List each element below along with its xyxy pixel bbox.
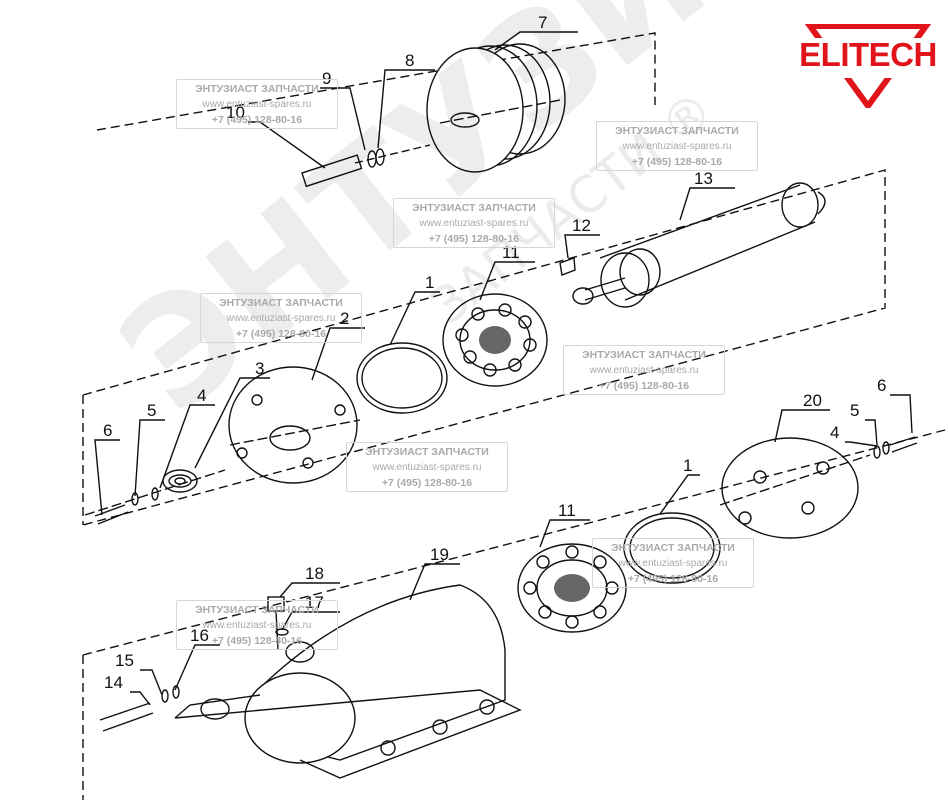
watermark-phone: +7 (495) 128-80-16	[627, 573, 719, 585]
watermark-title: ЭНТУЗИАСТ ЗАПЧАСТИ	[582, 349, 706, 361]
part-label-17: 17	[305, 593, 324, 612]
watermark-stamp: ЭНТУЗИАСТ ЗАПЧАСТИ www.entuziast-spares.…	[393, 198, 555, 248]
watermark-stamp: ЭНТУЗИАСТ ЗАПЧАСТИ www.entuziast-spares.…	[200, 293, 362, 343]
part-label-2: 2	[340, 309, 349, 328]
watermark-title: ЭНТУЗИАСТ ЗАПЧАСТИ	[611, 542, 735, 554]
watermark-stamp: ЭНТУЗИАСТ ЗАПЧАСТИ www.entuziast-spares.…	[563, 345, 725, 395]
part-label-4: 4	[830, 423, 839, 442]
watermark-url: www.entuziast-spares.ru	[372, 462, 482, 473]
part-label-15: 15	[115, 651, 134, 670]
part-label-7: 7	[538, 13, 547, 32]
part-label-6: 6	[103, 421, 112, 440]
watermark-stamp: ЭНТУЗИАСТ ЗАПЧАСТИ www.entuziast-spares.…	[346, 442, 508, 492]
watermark-stamp: ЭНТУЗИАСТ ЗАПЧАСТИ www.entuziast-spares.…	[176, 79, 338, 129]
watermark-stamp: ЭНТУЗИАСТ ЗАПЧАСТИ www.entuziast-spares.…	[596, 121, 758, 171]
watermark-stamp: ЭНТУЗИАСТ ЗАПЧАСТИ www.entuziast-spares.…	[176, 600, 338, 650]
part-label-12: 12	[572, 216, 591, 235]
watermark-url: www.entuziast-spares.ru	[202, 620, 312, 631]
part-label-18: 18	[305, 564, 324, 583]
watermark-title: ЭНТУЗИАСТ ЗАПЧАСТИ	[195, 83, 319, 95]
logo-triangle-icon	[796, 23, 940, 112]
watermark-title: ЭНТУЗИАСТ ЗАПЧАСТИ	[412, 202, 536, 214]
watermark-phone: +7 (495) 128-80-16	[211, 114, 303, 126]
part-label-6: 6	[877, 376, 886, 395]
watermark-stamp: ЭНТУЗИАСТ ЗАПЧАСТИ www.entuziast-spares.…	[592, 538, 754, 588]
elitech-logo: ELITECH	[796, 23, 940, 112]
watermark-phone: +7 (495) 128-80-16	[631, 156, 723, 168]
watermark-title: ЭНТУЗИАСТ ЗАПЧАСТИ	[219, 297, 343, 309]
part-label-1: 1	[683, 456, 692, 475]
part-label-8: 8	[405, 51, 414, 70]
part-label-16: 16	[190, 626, 209, 645]
part-label-4: 4	[197, 386, 206, 405]
watermark-url: www.entuziast-spares.ru	[419, 218, 529, 229]
part-label-14: 14	[104, 673, 123, 692]
watermark-title: ЭНТУЗИАСТ ЗАПЧАСТИ	[365, 446, 489, 458]
watermark-phone: +7 (495) 128-80-16	[211, 635, 303, 647]
part-label-13: 13	[694, 169, 713, 188]
watermark-phone: +7 (495) 128-80-16	[428, 233, 520, 245]
part-label-10: 10	[226, 103, 245, 122]
watermark-phone: +7 (495) 128-80-16	[381, 477, 473, 489]
part-label-20: 20	[803, 391, 822, 410]
watermark-url: www.entuziast-spares.ru	[226, 313, 336, 324]
watermark-title: ЭНТУЗИАСТ ЗАПЧАСТИ	[195, 604, 319, 616]
part-label-5: 5	[850, 401, 859, 420]
part-label-5: 5	[147, 401, 156, 420]
watermark-url: www.entuziast-spares.ru	[589, 365, 699, 376]
watermark-title: ЭНТУЗИАСТ ЗАПЧАСТИ	[615, 125, 739, 137]
part-label-19: 19	[430, 545, 449, 564]
watermark-phone: +7 (495) 128-80-16	[235, 328, 327, 340]
watermark-url: www.entuziast-spares.ru	[202, 99, 312, 110]
part-label-11: 11	[558, 501, 576, 520]
brand-name: ELITECH	[799, 36, 937, 73]
watermark-phone: +7 (495) 128-80-16	[598, 380, 690, 392]
part-label-1: 1	[425, 273, 434, 292]
part-label-3: 3	[255, 359, 264, 378]
watermark-url: www.entuziast-spares.ru	[622, 141, 732, 152]
part-label-9: 9	[322, 69, 331, 88]
watermark-url: www.entuziast-spares.ru	[618, 558, 728, 569]
